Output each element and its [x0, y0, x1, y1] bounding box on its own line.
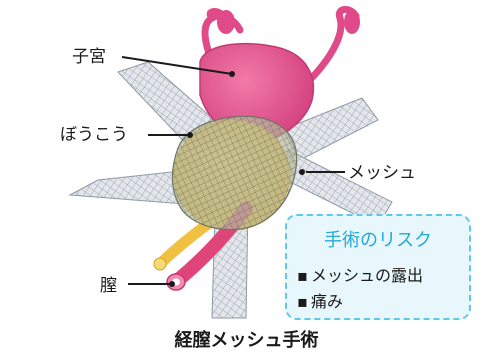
risk-item-text: メッシュの露出 [311, 266, 424, 285]
risk-item: ▪痛み [297, 288, 343, 312]
fallopian-tubes [201, 6, 360, 89]
risk-box: 手術のリスク ▪メッシュの露出 ▪痛み [285, 214, 471, 320]
label-uterus: 子宮 [72, 47, 106, 67]
risk-item: ▪メッシュの露出 [297, 262, 423, 286]
label-vagina: 膣 [100, 276, 117, 296]
label-bladder: ぼうこう [60, 125, 128, 145]
label-mesh: メッシュ [348, 163, 416, 183]
risk-item-text: 痛み [311, 292, 344, 311]
caption: 経膣メッシュ手術 [174, 330, 319, 351]
leader-lines [121, 56, 345, 287]
bullet-icon: ▪ [297, 266, 308, 285]
bullet-icon: ▪ [297, 292, 308, 311]
risk-title: 手術のリスク [324, 230, 432, 251]
